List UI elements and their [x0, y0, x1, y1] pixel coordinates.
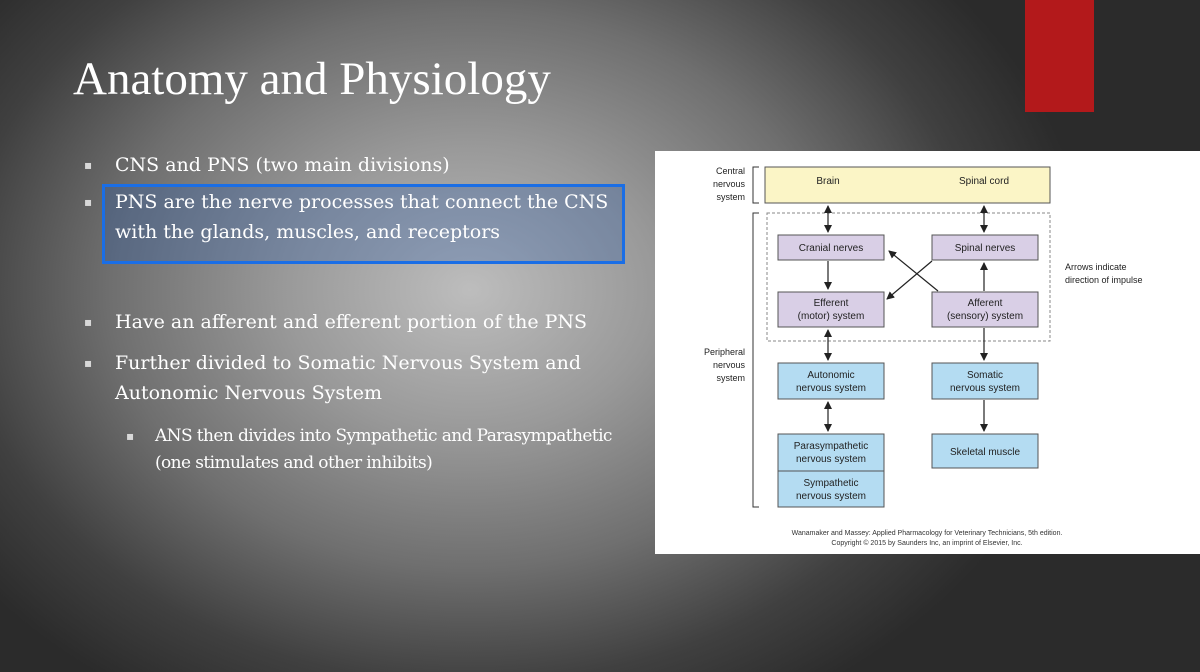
pns-label-line2: nervous	[713, 360, 746, 370]
efferent-label-line2: (motor) system	[798, 311, 865, 322]
arrows-note-line2: direction of impulse	[1065, 275, 1143, 285]
bullet-text: CNS and PNS (two main divisions)	[115, 154, 450, 176]
efferent-label-line1: Efferent	[814, 298, 849, 309]
arrows-note-line1: Arrows indicate	[1065, 262, 1127, 272]
slide-title: Anatomy and Physiology	[73, 53, 551, 105]
autonomic-box	[777, 362, 885, 400]
somatic-label-line1: Somatic	[967, 370, 1003, 381]
credit-line1: Wanamaker and Massey: Applied Pharmacolo…	[792, 530, 1063, 537]
pns-label-line3: system	[716, 373, 745, 383]
sympathetic-label-line1: Sympathetic	[803, 478, 858, 489]
highlight-box	[102, 184, 625, 264]
somatic-label-line2: nervous system	[950, 383, 1020, 394]
spinal-cord-label: Spinal cord	[959, 176, 1009, 187]
parasympathetic-box	[777, 433, 885, 472]
bullet-marker: ▪	[84, 356, 93, 370]
sub-bullet-item: ▪ ANS then divides into Sympathetic and …	[126, 423, 626, 477]
brain-label: Brain	[816, 176, 839, 187]
spinal-nerves-label: Spinal nerves	[955, 243, 1016, 254]
cns-bracket	[752, 166, 759, 204]
bullet-marker: ▪	[84, 315, 93, 329]
skeletal-muscle-box	[931, 433, 1039, 469]
accent-bar	[1025, 0, 1094, 112]
cns-label-line1: Central	[716, 166, 745, 176]
pns-dashed-region	[766, 212, 1051, 342]
cranial-nerves-label: Cranial nerves	[799, 243, 863, 254]
cns-label-line2: nervous	[713, 179, 746, 189]
diagram-svg: Central nervous system Peripheral nervou…	[704, 166, 1143, 547]
bullet-item: ▪ Further divided to Somatic Nervous Sys…	[84, 348, 644, 408]
afferent-box	[931, 291, 1039, 328]
pns-bracket	[752, 212, 759, 508]
autonomic-label-line1: Autonomic	[807, 370, 854, 381]
parasympathetic-label-line1: Parasympathetic	[794, 441, 868, 452]
bullet-text: Further divided to Somatic Nervous Syste…	[115, 352, 582, 404]
skeletal-muscle-label: Skeletal muscle	[950, 447, 1020, 458]
arrow-afferent-cranial	[888, 250, 939, 292]
bullet-item-highlighted: ▪ PNS are the nerve processes that conne…	[84, 187, 644, 247]
bullet-marker: ▪	[84, 158, 93, 172]
bullet-item: ▪ CNS and PNS (two main divisions)	[84, 150, 644, 180]
sympathetic-label-line2: nervous system	[796, 491, 866, 502]
cns-label-line3: system	[716, 192, 745, 202]
afferent-label-line1: Afferent	[968, 298, 1003, 309]
somatic-box	[931, 362, 1039, 400]
efferent-box	[777, 291, 885, 328]
credit-line2: Copyright © 2015 by Saunders Inc, an imp…	[831, 539, 1022, 547]
afferent-label-line2: (sensory) system	[947, 311, 1023, 322]
bullet-marker: ▪	[84, 195, 93, 209]
pns-label-line1: Peripheral	[704, 347, 745, 357]
bullet-item: ▪ Have an afferent and efferent portion …	[84, 307, 644, 337]
bullet-text: PNS are the nerve processes that connect…	[115, 191, 609, 243]
cranial-nerves-box	[777, 234, 885, 261]
parasympathetic-label-line2: nervous system	[796, 454, 866, 465]
bullet-text: Have an afferent and efferent portion of…	[115, 311, 588, 333]
cns-box	[764, 166, 1051, 204]
autonomic-label-line2: nervous system	[796, 383, 866, 394]
arrow-spinalnerves-efferent	[886, 260, 933, 300]
bullet-marker: ▪	[126, 429, 134, 443]
nervous-system-diagram: Central nervous system Peripheral nervou…	[655, 151, 1200, 554]
sympathetic-box	[777, 470, 885, 508]
bullet-text: ANS then divides into Sympathetic and Pa…	[155, 426, 612, 473]
spinal-nerves-box	[931, 234, 1039, 261]
